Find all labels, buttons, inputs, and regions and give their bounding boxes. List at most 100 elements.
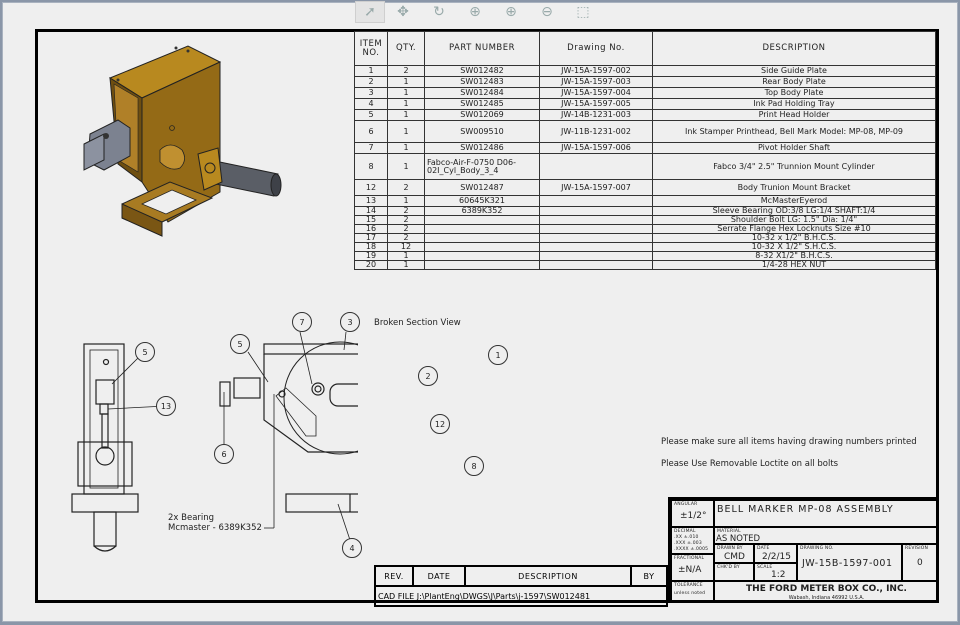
header-part-number: PART NUMBER	[424, 31, 540, 66]
drawing-no-cell: JW-14B-1231-003	[539, 109, 653, 121]
part-number-cell: 60645K321	[424, 195, 540, 207]
item-no-cell: 5	[354, 109, 388, 121]
drawing-no-cell: JW-15A-1597-004	[539, 87, 653, 99]
zoom-in-icon: ⊕	[505, 4, 517, 20]
checked-by-cell: CHK'D BY	[714, 563, 754, 581]
drawing-number-cell: DRAWING NO. JW-15B-1597-001	[797, 544, 902, 581]
description-cell: Side Guide Plate	[652, 65, 936, 77]
select-tool-button[interactable]: ➚	[355, 1, 385, 23]
revision-cell: REVISION 0	[902, 544, 939, 581]
title-block: ANGULAR ±1/2° DECIMAL .XX ±.010 .XXX ±.0…	[668, 497, 939, 603]
revision-block: REV. DATE DESCRIPTION BY CAD FILE J:\Pla…	[374, 565, 668, 607]
cad-file-path: CAD FILE J:\PlantEng\DWGS\J\Parts\j-1597…	[374, 585, 668, 607]
zoom-in-tool-button[interactable]: ⊕	[493, 2, 529, 22]
part-number-cell	[424, 242, 540, 252]
drawn-by-cell: DRAWN BY CMD	[714, 544, 754, 563]
qty-cell: 1	[387, 98, 425, 110]
qty-cell: 2	[387, 179, 425, 196]
drawing-no-cell: JW-15A-1597-006	[539, 142, 653, 154]
isometric-view	[83, 45, 282, 237]
drawing-no-cell	[539, 153, 653, 180]
zoom-area-icon: ⊕	[469, 4, 481, 20]
date-header: DATE	[412, 565, 466, 587]
rotate-icon: ↻	[433, 4, 445, 20]
rotate-tool-button[interactable]: ↻	[421, 2, 457, 22]
part-number-cell: SW012486	[424, 142, 540, 154]
trunnion-bracket	[197, 147, 223, 191]
item-no-cell: 12	[354, 179, 388, 196]
bom-header-row: ITEM NO. QTY. PART NUMBER Drawing No. DE…	[354, 31, 936, 66]
material-value: AS NOTED	[716, 534, 761, 544]
balloon-8: 8	[464, 456, 484, 476]
balloon-4: 4	[342, 538, 362, 558]
drawing-no-cell	[539, 251, 653, 261]
revision-value: 0	[917, 558, 923, 568]
qty-cell: 1	[387, 120, 425, 143]
balloon-5-side: 5	[135, 342, 155, 362]
item-no-cell: 1	[354, 65, 388, 77]
scale-cell: SCALE 1:2	[754, 563, 797, 581]
note-drawing-numbers: Please make sure all items having drawin…	[661, 437, 917, 447]
drawing-no-cell	[539, 206, 653, 216]
section-view-label: Broken Section View	[374, 318, 461, 328]
balloon-13: 13	[156, 396, 176, 416]
header-qty: QTY.	[387, 31, 425, 66]
company-name: THE FORD METER BOX CO., INC.	[746, 584, 907, 594]
part-number-cell: SW012069	[424, 109, 540, 121]
bearing-note-line2: Mcmaster - 6389K352	[168, 523, 262, 533]
note-loctite: Please Use Removable Loctite on all bolt…	[661, 459, 839, 469]
zoom-out-icon: ⊖	[541, 4, 553, 20]
zoom-out-tool-button[interactable]: ⊖	[529, 2, 565, 22]
qty-cell: 1	[387, 260, 425, 270]
drawn-by-value: CMD	[724, 552, 745, 562]
item-no-cell: 2	[354, 76, 388, 88]
drawing-no-cell	[539, 233, 653, 243]
balloon-1: 1	[488, 345, 508, 365]
date-value: 2/2/15	[762, 552, 791, 562]
decimal-tolerance-cell: DECIMAL .XX ±.010 .XXX ±.003 .XXXX ±.000…	[671, 527, 714, 554]
bill-of-materials-table: ITEM NO. QTY. PART NUMBER Drawing No. DE…	[354, 31, 936, 270]
part-number-cell: 6389K352	[424, 206, 540, 216]
view-orientation-button[interactable]: ⬚	[565, 2, 601, 22]
part-number-cell: SW012487	[424, 179, 540, 196]
qty-cell: 1	[387, 195, 425, 207]
rev-header: REV.	[374, 565, 414, 587]
balloon-3: 3	[340, 312, 360, 332]
header-drawing-no: Drawing No.	[539, 31, 653, 66]
drawing-title-cell: BELL MARKER MP-08 ASSEMBLY	[714, 500, 939, 527]
drawing-no-cell	[539, 224, 653, 234]
description-cell: Print Head Holder	[652, 109, 936, 121]
description-cell: Ink Stamper Printhead, Bell Mark Model: …	[652, 120, 936, 143]
item-no-cell: 8	[354, 153, 388, 180]
pan-tool-button[interactable]: ✥	[385, 2, 421, 22]
drawing-no-cell: JW-15A-1597-003	[539, 76, 653, 88]
leader-lines	[107, 331, 351, 541]
item-no-cell: 20	[354, 260, 388, 270]
view-toolbar: ➚ ✥ ↻ ⊕ ⊕ ⊖ ⬚	[355, 1, 601, 23]
drawing-no-cell	[539, 260, 653, 270]
part-number-cell: Fabco-Air-F-0750 D06-02I_Cyl_Body_3_4	[424, 153, 540, 180]
zoom-area-tool-button[interactable]: ⊕	[457, 2, 493, 22]
description-cell: McMasterEyerod	[652, 195, 936, 207]
balloon-12: 12	[430, 414, 450, 434]
description-cell: Top Body Plate	[652, 87, 936, 99]
part-number-cell: SW012482	[424, 65, 540, 77]
qty-cell: 1	[387, 87, 425, 99]
qty-cell: 1	[387, 76, 425, 88]
drawing-no-cell: JW-11B-1231-002	[539, 120, 653, 143]
header-description: DESCRIPTION	[652, 31, 936, 66]
qty-cell: 1	[387, 153, 425, 180]
